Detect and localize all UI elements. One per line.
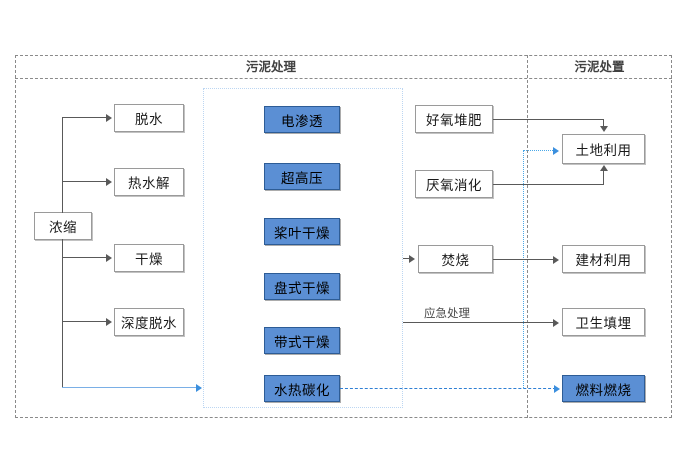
edge-digestion-to-land-use-h <box>493 184 604 186</box>
arrowhead-to-landfill <box>553 318 559 327</box>
section-title-sludge-disposal: 污泥处置 <box>574 59 625 74</box>
edge-source-to-thermal-hydrolysis <box>62 181 107 183</box>
node-source-thickening[interactable]: 浓缩 <box>34 212 92 240</box>
node-fuel-combustion[interactable]: 燃料燃烧 <box>562 375 645 402</box>
arrowhead-to-fuel-combustion <box>554 384 560 393</box>
edge-label-emergency-treatment: 应急处理 <box>424 306 470 320</box>
arrowhead-to-incineration <box>409 254 415 263</box>
arrowhead-to-technology-group <box>196 383 202 392</box>
node-belt-drying[interactable]: 带式干燥 <box>264 327 340 354</box>
node-disc-drying[interactable]: 盘式干燥 <box>264 273 340 300</box>
section-title-sludge-treatment: 污泥处理 <box>245 59 296 74</box>
edge-riser-branch-to-land-use <box>523 150 555 151</box>
arrowhead-to-drying <box>106 253 112 262</box>
trunk-line-upper <box>62 117 64 213</box>
edge-source-to-technology-group <box>62 387 198 388</box>
edge-incineration-to-building-material <box>493 259 555 261</box>
node-anaerobic-digestion[interactable]: 厌氧消化 <box>415 170 493 198</box>
edge-composting-to-land-use-h <box>493 119 604 121</box>
edge-composting-to-land-use-v <box>603 119 605 127</box>
arrowhead-to-thermal-hydrolysis <box>106 177 112 186</box>
node-paddle-drying[interactable]: 桨叶干燥 <box>264 218 340 245</box>
edge-source-to-drying <box>62 257 107 259</box>
edge-source-to-dewatering <box>62 117 107 119</box>
arrowhead-to-deep-dewatering <box>106 317 112 326</box>
node-deep-dewatering[interactable]: 深度脱水 <box>114 308 184 336</box>
node-aerobic-composting[interactable]: 好氧堆肥 <box>415 105 493 133</box>
arrowhead-to-land-use <box>553 146 559 155</box>
node-building-material-use[interactable]: 建材利用 <box>562 245 645 273</box>
node-incineration[interactable]: 焚烧 <box>418 245 493 273</box>
section-vertical-divider <box>527 55 528 418</box>
node-sanitary-landfill[interactable]: 卫生填埋 <box>562 308 645 336</box>
node-dewatering[interactable]: 脱水 <box>114 104 184 132</box>
node-hydrothermal-carbonization[interactable]: 水热碳化 <box>264 375 340 402</box>
arrowhead-to-dewatering <box>106 113 112 122</box>
edge-riser-to-land-use <box>523 150 524 388</box>
technology-group-box <box>203 88 403 408</box>
outer-dashed-frame <box>15 55 672 418</box>
arrowhead-to-building-material <box>553 255 559 264</box>
node-land-use[interactable]: 土地利用 <box>562 134 645 164</box>
arrowhead-composting-to-land-use <box>599 126 608 132</box>
header-divider-line <box>15 78 672 79</box>
edge-digestion-to-land-use-v <box>603 171 605 185</box>
edge-hydrothermal-to-fuel-combustion <box>340 388 556 389</box>
node-ultra-high-pressure[interactable]: 超高压 <box>264 163 340 190</box>
arrowhead-digestion-to-land-use <box>599 165 608 171</box>
edge-source-to-deep-dewatering <box>62 321 107 323</box>
node-thermal-hydrolysis[interactable]: 热水解 <box>114 168 184 196</box>
edge-emergency-to-landfill <box>403 322 555 324</box>
node-electro-osmosis[interactable]: 电渗透 <box>264 106 340 133</box>
edge-into-incineration <box>403 258 412 260</box>
node-drying[interactable]: 干燥 <box>114 244 184 272</box>
trunk-line-lower <box>62 239 64 387</box>
